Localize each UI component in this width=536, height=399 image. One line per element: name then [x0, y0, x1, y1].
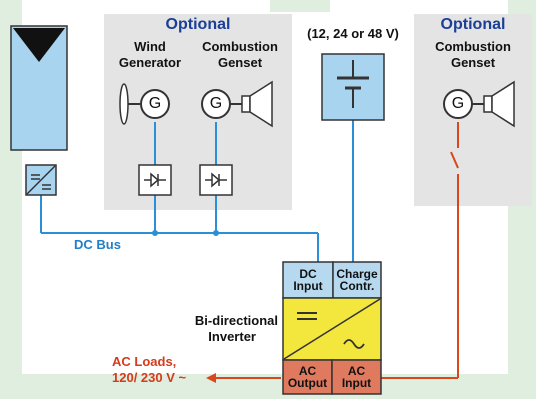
ac-loads-label-line-2: 120/ 230 V ~: [112, 370, 187, 385]
ac-switch: [450, 151, 459, 169]
dc-input-line-1: DC: [299, 267, 317, 281]
dc-bus-junction-1: [152, 230, 158, 236]
dc-bus-label: DC Bus: [74, 237, 121, 252]
ac-output-line-2: Output: [287, 376, 328, 390]
genset-generator-symbol: G: [209, 95, 223, 112]
watermark-top: [270, 0, 330, 12]
genset-label-line-1: Combustion: [202, 39, 278, 54]
inverter-dc-input-cell: [282, 261, 334, 299]
right-genset-generator-symbol: G: [451, 95, 465, 112]
ac-output-port: AC Output: [283, 360, 332, 394]
inverter-ac-input-cell: [331, 359, 382, 395]
charge-line-1: Charge: [336, 267, 378, 281]
right-panel-title: Optional: [440, 16, 506, 33]
ac-input-line-1: AC: [347, 364, 366, 378]
inverter-ac-output-cell: [282, 359, 333, 395]
wind-generator-circle: [140, 89, 170, 119]
right-genset-engine-horn: [491, 80, 515, 128]
dc-bus-junction-2: [213, 230, 219, 236]
right-genset-label-line-1: Combustion: [435, 39, 511, 54]
charge-controller-port: Charge Contr.: [333, 262, 381, 298]
right-genset-label-line-2: Genset: [450, 55, 496, 70]
charge-line-2: Contr.: [339, 279, 375, 293]
wind-label-line-1: Wind: [134, 39, 166, 54]
wind-label-line-2: Generator: [118, 55, 182, 70]
dc-input-port: DC Input: [283, 262, 333, 298]
ac-input-line-2: Input: [341, 376, 372, 390]
genset-label-line-2: Genset: [217, 55, 263, 70]
battery-voltage-label: (12, 24 or 48 V): [307, 26, 399, 41]
ac-output-line-1: AC: [298, 364, 317, 378]
inverter-label-line-2: Inverter: [208, 329, 256, 344]
ac-loads-label-line-1: AC Loads,: [112, 354, 177, 369]
dc-input-line-2: Input: [293, 279, 323, 293]
pv-module-cell: [13, 28, 65, 62]
wind-turbine-blades: [119, 83, 129, 125]
genset-engine-horn: [249, 80, 273, 128]
inverter-label-line-1: Bi-directional: [194, 313, 278, 328]
ac-loads-arrowhead: [206, 373, 216, 383]
wind-generator-symbol: G: [148, 95, 162, 112]
left-panel-title: Optional: [165, 16, 231, 33]
ac-input-port: AC Input: [332, 360, 381, 394]
